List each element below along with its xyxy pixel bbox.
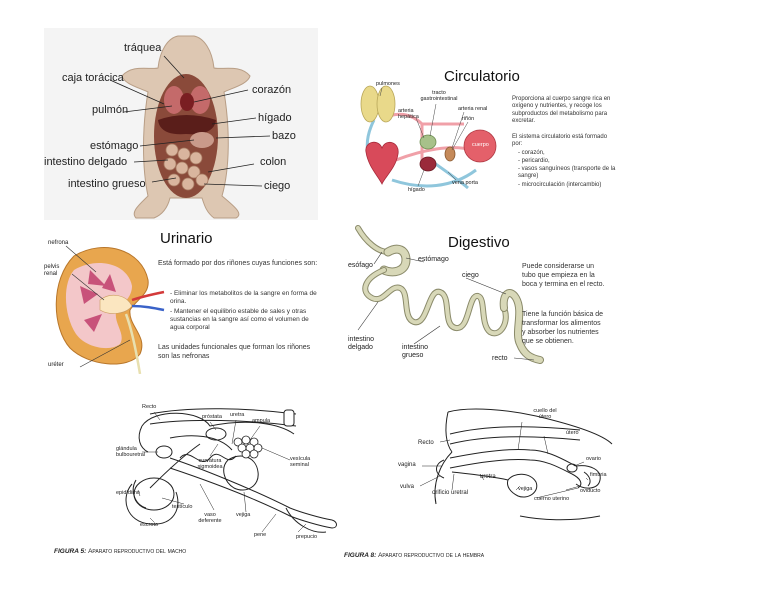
- digestive-label-estomago: estómago: [418, 256, 449, 263]
- rat-label-colon: colon: [260, 156, 287, 168]
- male-caption-number: FIGURA 5:: [54, 548, 87, 555]
- rat-label-intestino-grueso: intestino grueso: [68, 178, 146, 190]
- female-label-cuello-del-utero: cuello del útero: [533, 408, 557, 420]
- female-label-vulva: vulva: [400, 484, 415, 490]
- female-label-uretra: uretra: [480, 474, 496, 480]
- rat-label-higado: hígado: [258, 112, 292, 124]
- digestive-text-2: Tiene la función básica de transformar l…: [522, 311, 604, 345]
- rat-label-caja-toracica: caja torácica: [62, 72, 124, 84]
- circulatory-panel: Circulatorio pulmones tracto gastrointes…: [352, 60, 622, 200]
- urinary-label-nefrona: nefrona: [48, 240, 69, 246]
- circulatory-list-item: - corazón,: [518, 150, 545, 156]
- digestive-label-esofago: esófago: [348, 262, 373, 269]
- circ-label-vena-porta: vena porta: [452, 180, 478, 186]
- male-label-ampula: ampula: [252, 418, 271, 424]
- female-label-cuerno-uterino: cuerno uterino: [534, 496, 570, 502]
- digestive-title: Digestivo: [448, 234, 510, 251]
- digestive-panel: esófago estómago ciego intestino delgado…: [344, 222, 608, 370]
- male-label-epididimo: epidídimo: [116, 490, 140, 496]
- female-label-recto: Recto: [418, 440, 434, 446]
- circ-label-rinon: riñón: [462, 116, 475, 122]
- circulatory-list-item: - pericardio,: [518, 158, 550, 164]
- rat-label-ciego: ciego: [264, 180, 291, 192]
- male-reproductive-diagram: [125, 408, 337, 533]
- digestive-label-ciego: ciego: [462, 272, 479, 279]
- female-label-ovario: ovario: [586, 456, 601, 462]
- female-figure-caption: FIGURA 8: Aparato reproductivo de la hem…: [344, 552, 484, 559]
- circ-label-cuerpo: cuerpo: [472, 142, 489, 148]
- digestive-label-recto: recto: [492, 355, 508, 362]
- urinary-label-pelvis-renal: pelvis renal: [44, 264, 60, 277]
- circ-label-tracto: tracto gastrointestinal: [420, 90, 458, 102]
- male-label-uretra: uretra: [230, 412, 245, 418]
- circ-label-higado: hígado: [408, 187, 425, 193]
- male-reproductive-panel: Recto próstata uretra ampula glándula bu…: [50, 398, 340, 564]
- male-label-escroto: escroto: [140, 522, 159, 528]
- kidney-diagram: [55, 245, 165, 374]
- urinary-text-nefronas: Las unidades funcionales que forman los …: [158, 344, 311, 360]
- rat-illustration: [109, 35, 271, 219]
- urinary-function-item: - Mantener el equilibrio estable de sale…: [170, 308, 309, 331]
- male-label-curvatura-sigmoidea: curvatura sigmoidea: [197, 458, 223, 470]
- rat-label-traquea: tráquea: [124, 42, 162, 54]
- circulatory-description: Proporciona al cuerpo sangre rica en oxí…: [512, 96, 611, 125]
- circulatory-list-intro: El sistema circulatorio está formado por…: [512, 134, 608, 148]
- circulatory-list-item: - microcirculación (intercambio): [518, 182, 602, 188]
- male-label-pene: pene: [254, 532, 267, 538]
- rat-label-intestino-delgado: intestino delgado: [44, 156, 128, 168]
- circ-label-pulmones: pulmones: [376, 81, 400, 87]
- male-label-vaso-deferente: vaso deferente: [198, 512, 222, 524]
- circ-label-arteria-hepatica: arteria hepática: [398, 108, 419, 120]
- male-label-vesicula-seminal: vesícula seminal: [290, 456, 311, 468]
- female-reproductive-panel: cuello del útero útero Recto ovario vagi…: [340, 404, 616, 568]
- female-label-vejiga: vejiga: [518, 486, 533, 492]
- rat-label-estomago: estómago: [90, 140, 139, 152]
- male-label-glandula-bulbouretral: glándula bulbouretral: [116, 446, 146, 458]
- digestive-diagram: [355, 225, 544, 364]
- male-label-prostata: próstata: [202, 414, 222, 420]
- urinary-label-ureter: uréter: [48, 362, 64, 368]
- circulatory-diagram: [360, 85, 497, 190]
- female-caption-text: Aparato reproductivo de la hembra: [378, 552, 485, 559]
- male-label-prepucio: prepucio: [296, 534, 318, 540]
- urinary-text-intro: Está formado por dos riñones cuyas funci…: [158, 260, 318, 267]
- circ-label-arteria-renal: arteria renal: [458, 106, 488, 112]
- circulatory-title: Circulatorio: [444, 68, 520, 85]
- female-label-vagina: vagina: [398, 462, 416, 468]
- male-caption-text: Aparato reproductivo del macho: [88, 548, 187, 555]
- rat-anatomy-panel: tráquea caja torácica corazón pulmón híg…: [44, 28, 318, 220]
- rat-label-bazo: bazo: [272, 130, 296, 142]
- circulatory-list-item: - vasos sanguíneos (transporte de la san…: [518, 166, 616, 180]
- rat-label-corazon: corazón: [252, 84, 292, 96]
- female-label-oviducto: oviducto: [580, 488, 601, 494]
- rat-label-pulmon: pulmón: [92, 104, 129, 116]
- urinary-title: Urinario: [160, 230, 213, 247]
- male-label-testiculo: testículo: [172, 504, 193, 510]
- male-label-vejiga: vejiga: [236, 512, 251, 518]
- female-reproductive-diagram: [419, 408, 613, 521]
- female-label-utero: útero: [566, 430, 579, 436]
- male-label-recto: Recto: [142, 404, 157, 410]
- digestive-text-1: Puede considerarse un tubo que empieza e…: [522, 263, 605, 288]
- female-label-fimbria: fimbria: [590, 472, 607, 478]
- urinary-function-item: - Eliminar los metabolitos de la sangre …: [170, 290, 317, 305]
- digestive-label-intestino-delgado: intestino delgado: [348, 336, 375, 351]
- urinary-panel: nefrona pelvis renal uréter Urinario Est…: [44, 230, 320, 374]
- digestive-label-intestino-grueso: intestino grueso: [402, 344, 429, 359]
- male-figure-caption: FIGURA 5: Aparato reproductivo del macho: [54, 548, 186, 555]
- female-caption-number: FIGURA 8:: [344, 552, 377, 559]
- female-label-orificio-uretral: orificio uretral: [432, 490, 469, 496]
